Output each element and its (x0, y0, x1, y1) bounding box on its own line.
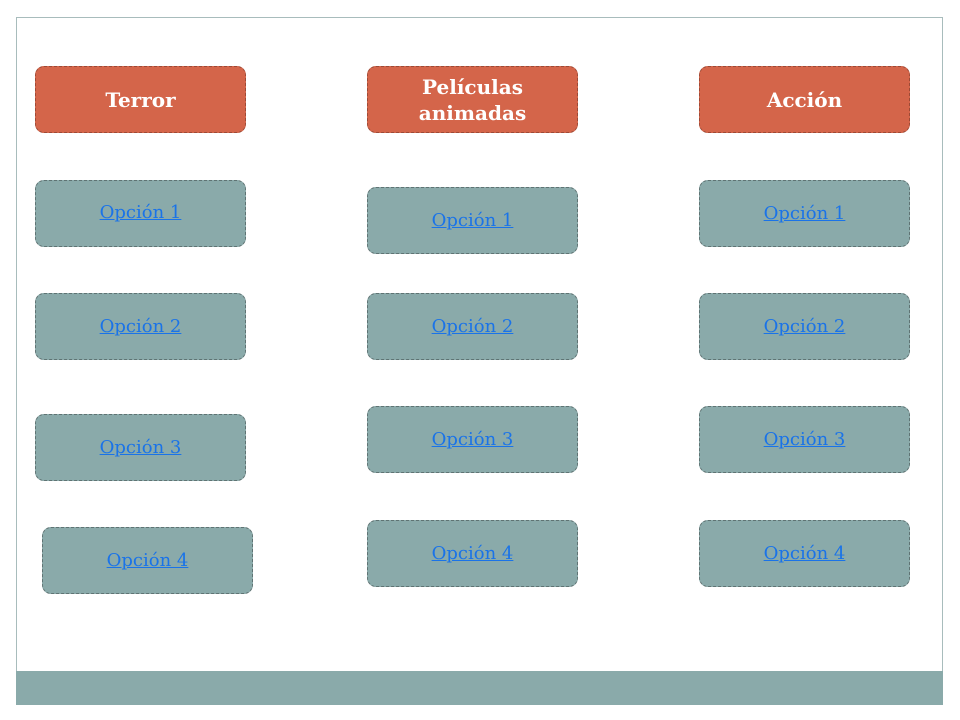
terror-option-4-box: Opción 4 (42, 527, 253, 594)
category-header-label: Películas animadas (418, 74, 527, 125)
terror-option-3-box: Opción 3 (35, 414, 246, 481)
terror-option-2-link[interactable]: Opción 2 (99, 316, 182, 337)
animadas-option-1-link[interactable]: Opción 1 (431, 210, 514, 231)
accion-option-4-link[interactable]: Opción 4 (763, 543, 846, 564)
category-header-label: Acción (766, 87, 843, 112)
accion-option-3-box: Opción 3 (699, 406, 910, 473)
accion-option-4-box: Opción 4 (699, 520, 910, 587)
accion-option-3-link[interactable]: Opción 3 (763, 429, 846, 450)
terror-option-1-link[interactable]: Opción 1 (99, 202, 182, 223)
animadas-option-2-link[interactable]: Opción 2 (431, 316, 514, 337)
terror-option-2-box: Opción 2 (35, 293, 246, 360)
category-header-peliculas-animadas: Películas animadas (367, 66, 578, 133)
animadas-option-3-link[interactable]: Opción 3 (431, 429, 514, 450)
animadas-option-4-link[interactable]: Opción 4 (431, 543, 514, 564)
terror-option-4-link[interactable]: Opción 4 (106, 550, 189, 571)
animadas-option-4-box: Opción 4 (367, 520, 578, 587)
category-header-terror: Terror (35, 66, 246, 133)
accion-option-1-box: Opción 1 (699, 180, 910, 247)
animadas-option-1-box: Opción 1 (367, 187, 578, 254)
animadas-option-3-box: Opción 3 (367, 406, 578, 473)
footer-bar (16, 671, 943, 705)
accion-option-1-link[interactable]: Opción 1 (763, 203, 846, 224)
category-header-label: Terror (105, 87, 176, 112)
animadas-option-2-box: Opción 2 (367, 293, 578, 360)
terror-option-3-link[interactable]: Opción 3 (99, 437, 182, 458)
category-header-accion: Acción (699, 66, 910, 133)
accion-option-2-link[interactable]: Opción 2 (763, 316, 846, 337)
accion-option-2-box: Opción 2 (699, 293, 910, 360)
terror-option-1-box: Opción 1 (35, 180, 246, 247)
